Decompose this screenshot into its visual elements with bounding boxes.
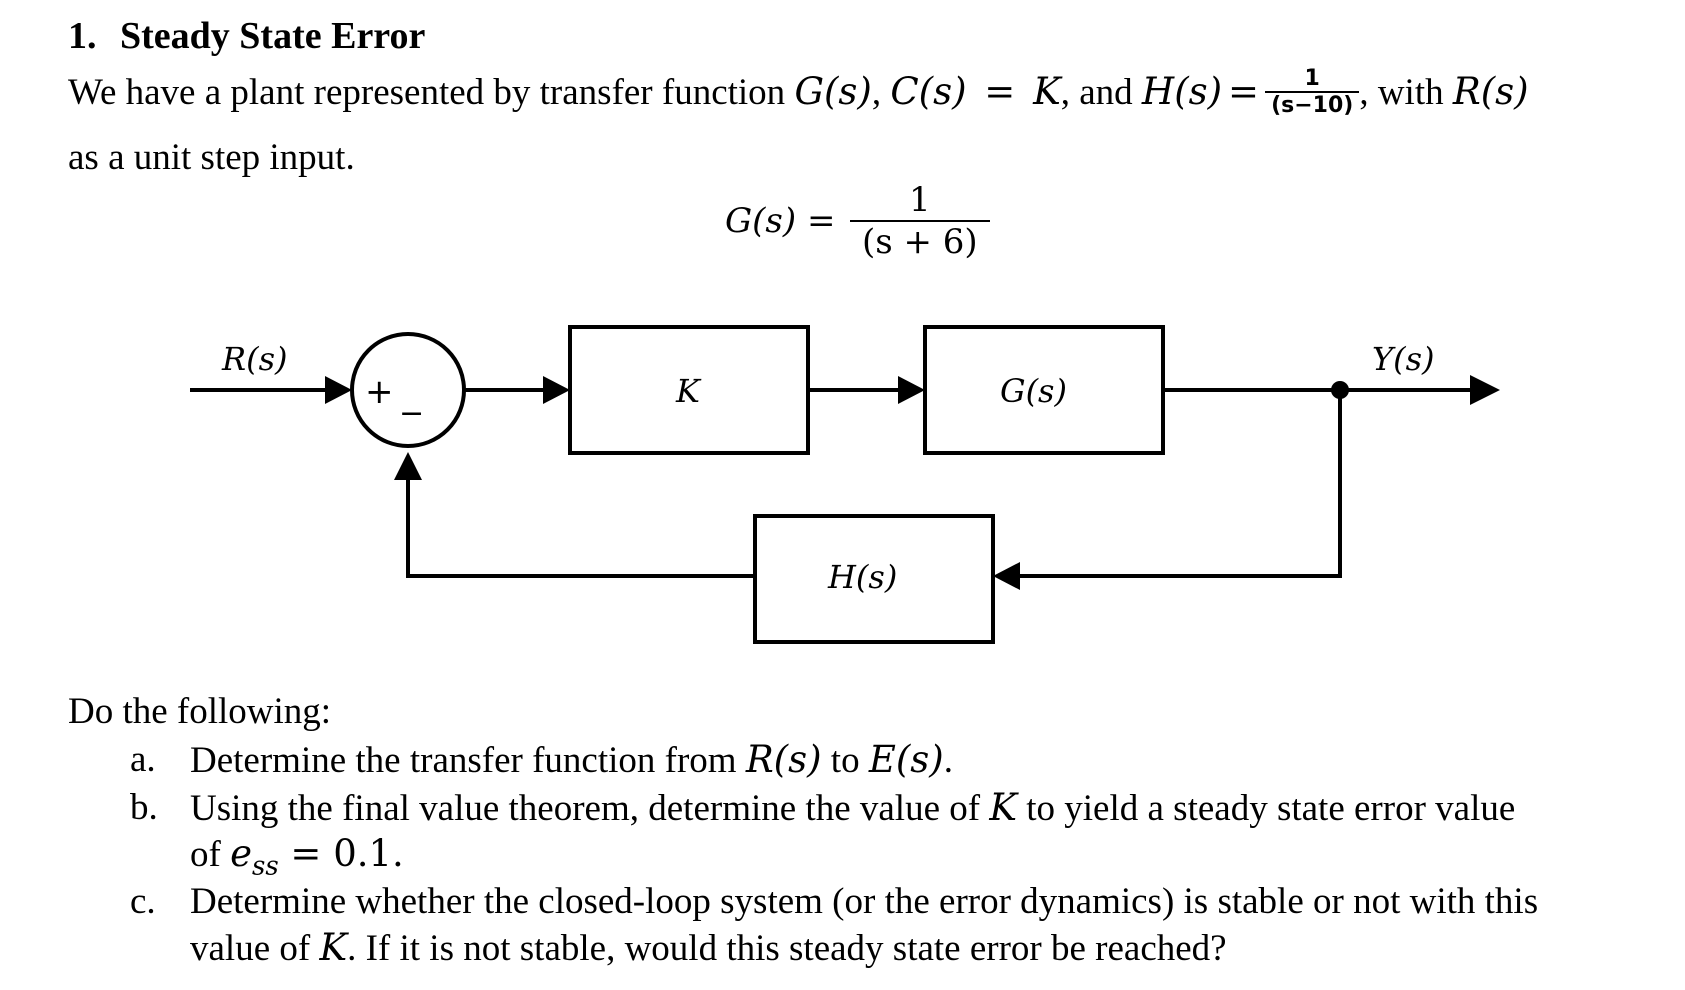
input-label: R(s) (222, 340, 288, 378)
task-b-marker: b. (130, 787, 158, 828)
task-c-text: value of (190, 928, 320, 969)
task-a: Determine the transfer function from R(s… (190, 738, 953, 782)
with-text: , with (1359, 72, 1453, 113)
equals-2: = (1228, 70, 1260, 113)
k-symbol: K (1033, 70, 1061, 113)
k-input-arrowhead (543, 376, 570, 404)
minus-sign: − (399, 396, 425, 431)
task-c-text-2: . If it is not stable, would this steady… (347, 928, 1227, 969)
g-arg: (s) (824, 70, 872, 113)
c-arg: (s) (918, 70, 967, 113)
section-heading: 1. Steady State Error (68, 14, 425, 58)
intro-line-1: We have a plant represented by transfer … (68, 66, 1529, 118)
r-arg: (s) (1480, 70, 1529, 113)
tasks-intro: Do the following: (68, 691, 332, 732)
g-input-arrowhead (898, 376, 925, 404)
h-denominator: (s−10) (1271, 92, 1354, 118)
h-block (753, 514, 995, 644)
plant-eq-fraction: 1 (s + 6) (849, 180, 990, 262)
task-c-line-2: value of K. If it is not stable, would t… (190, 926, 1227, 970)
h-arg: (s) (1174, 70, 1223, 113)
c-symbol: C (890, 70, 919, 113)
feedback-down-line (1010, 390, 1342, 578)
intro-line-2: as a unit step input. (68, 137, 355, 178)
task-b-ss: ss (251, 851, 279, 882)
equals: = (972, 70, 1028, 113)
task-b-value: = 0.1. (278, 832, 404, 875)
r-symbol: R (1452, 70, 1481, 113)
input-arrowhead (325, 376, 352, 404)
task-b-text-2: to yield a steady state error value (1017, 788, 1516, 829)
plus-sign: + (365, 372, 394, 412)
intro-text: We have a plant represented by transfer … (68, 72, 795, 113)
pickoff-point (1331, 381, 1349, 399)
h-block-label: H(s) (828, 558, 898, 596)
h-fraction: 1(s−10) (1265, 66, 1360, 118)
task-a-mid: to (821, 740, 869, 781)
task-b-e: e (230, 832, 252, 875)
task-a-e: E(s) (868, 738, 944, 781)
h-input-arrowhead (993, 562, 1020, 590)
g-block-label: G(s) (1000, 372, 1067, 410)
plant-eq-num: 1 (849, 180, 990, 222)
output-label: Y(s) (1372, 340, 1435, 378)
plant-equation: G(s) = 1 (s + 6) (725, 180, 990, 262)
task-b-line-2: of ess = 0.1. (190, 832, 404, 881)
task-b-of: of (190, 834, 231, 875)
plant-eq-den: (s + 6) (861, 222, 978, 262)
task-b-line-1: Using the final value theorem, determine… (190, 786, 1515, 830)
task-a-end: . (943, 740, 953, 781)
and-text: , and (1060, 72, 1142, 113)
h-symbol: H (1141, 70, 1175, 113)
task-c-k: K (319, 926, 348, 969)
h-numerator: 1 (1265, 66, 1360, 93)
task-c-marker: c. (130, 881, 156, 922)
task-b-text: Using the final value theorem, determine… (190, 788, 990, 829)
comma: , (871, 72, 891, 113)
plant-eq-lhs: G(s) = (725, 201, 836, 241)
section-number: 1. (68, 15, 97, 57)
section-title: Steady State Error (120, 15, 426, 57)
task-a-text: Determine the transfer function from (190, 740, 746, 781)
task-a-marker: a. (130, 739, 156, 780)
task-b-k: K (989, 786, 1017, 829)
k-block-label: K (676, 372, 700, 410)
feedback-return-line (406, 472, 755, 578)
feedback-arrowhead (394, 452, 422, 480)
task-a-r: R(s) (745, 738, 822, 781)
g-symbol: G (794, 70, 824, 113)
output-arrowhead (1470, 375, 1500, 405)
task-c-line-1: Determine whether the closed-loop system… (190, 881, 1539, 922)
